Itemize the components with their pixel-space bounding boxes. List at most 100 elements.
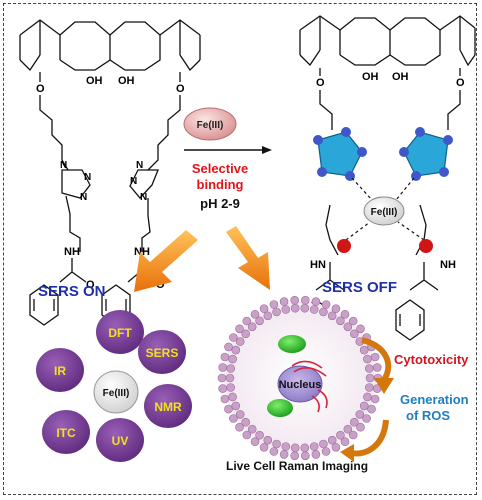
- complex-oh-right: OH: [392, 71, 409, 83]
- fe-center-label: Fe(III): [371, 207, 398, 218]
- membrane-bead: [331, 442, 341, 452]
- curved-arrow-cytotoxicity: [361, 337, 392, 382]
- membrane-bead: [370, 352, 380, 362]
- membrane-bead: [255, 316, 264, 326]
- fe-reagent-pill: [183, 107, 237, 141]
- membrane-bead: [217, 373, 227, 383]
- ligand-n-4: N: [136, 160, 143, 171]
- membrane-bead: [319, 307, 328, 317]
- techniques-cluster: [36, 310, 192, 462]
- nucleus-label: Nucleus: [279, 379, 322, 391]
- ph-label: pH 2-9: [200, 196, 240, 211]
- complex-hn-left: HN: [310, 259, 326, 271]
- technique-nmr: NMR: [154, 400, 182, 414]
- technique-bubble-nmr: [144, 384, 192, 428]
- oxygen-red-left: [337, 239, 351, 253]
- membrane-bead: [311, 450, 321, 459]
- membrane-bead: [263, 311, 273, 321]
- membrane-bead: [359, 345, 369, 355]
- membrane-bead: [372, 363, 382, 372]
- fe-center-sphere: [363, 196, 405, 226]
- membrane-bead: [241, 417, 250, 427]
- ligand-structure: [19, 19, 201, 326]
- nucleus: [277, 365, 323, 403]
- membrane-bead: [359, 401, 369, 411]
- technique-sers: SERS: [146, 346, 179, 360]
- membrane-bead: [364, 364, 374, 373]
- membrane-bead: [343, 424, 353, 434]
- membrane-bead: [220, 394, 230, 404]
- membrane-bead: [235, 337, 245, 346]
- membrane-bead: [269, 447, 279, 456]
- membrane-bead: [242, 430, 252, 440]
- membrane-bead: [226, 383, 235, 392]
- membrane-bead: [229, 333, 238, 342]
- technique-center-bubble: [93, 370, 139, 414]
- ligand-o-amide-left: O: [86, 279, 95, 291]
- ligand-n-1: N: [60, 160, 67, 171]
- membrane-bead: [300, 443, 310, 453]
- membrane-bead: [259, 442, 269, 452]
- oxygen-red-right: [419, 239, 433, 253]
- technique-bubble-uv: [96, 418, 144, 462]
- technique-center-label: Fe(III): [103, 388, 130, 399]
- ros-label-line2: of ROS: [406, 408, 450, 423]
- membrane-bead: [309, 442, 319, 451]
- membrane-bead: [370, 394, 380, 404]
- membrane-bead: [340, 437, 350, 447]
- curved-arrowhead-cytotoxicity: [374, 378, 394, 394]
- cell-illustration: [217, 295, 383, 461]
- technique-uv: UV: [112, 434, 129, 448]
- membrane-bead: [218, 384, 227, 393]
- membrane-bead: [321, 447, 331, 456]
- membrane-bead: [235, 422, 244, 432]
- membrane-bead: [363, 392, 372, 402]
- complex-nh-right: NH: [440, 259, 456, 271]
- membrane-bead: [255, 430, 264, 440]
- membrane-bead: [300, 295, 310, 305]
- membrane-bead: [247, 424, 257, 434]
- membrane-bead: [224, 404, 233, 414]
- membrane-bead: [250, 309, 260, 319]
- membrane-bead: [225, 373, 235, 383]
- membrane-bead: [367, 404, 376, 414]
- ligand-o-left: O: [36, 83, 45, 95]
- orange-arrow-left: [134, 230, 198, 292]
- membrane-bead: [272, 307, 281, 317]
- mitochondrion-top: [278, 335, 306, 353]
- membrane-bead: [340, 309, 350, 319]
- cell-caption: Live Cell Raman Imaging: [226, 459, 368, 473]
- technique-bubble-itc: [42, 410, 90, 454]
- membrane-bead: [242, 316, 252, 326]
- cell-membrane-beads: [217, 295, 383, 461]
- membrane-bead: [364, 383, 374, 392]
- ligand-n-2: N: [84, 172, 91, 183]
- mitochondrion-bottom: [267, 399, 293, 417]
- membrane-bead: [309, 305, 319, 314]
- membrane-bead: [250, 437, 260, 447]
- membrane-bead: [321, 300, 331, 309]
- membrane-bead: [247, 322, 257, 332]
- cytotoxicity-label: Cytotoxicity: [394, 352, 469, 367]
- membrane-bead: [229, 414, 238, 423]
- membrane-bead: [348, 316, 358, 326]
- sers-on-label: SERS ON: [38, 283, 106, 300]
- technique-itc: ITC: [56, 426, 76, 440]
- technique-bubble-ir: [36, 348, 84, 392]
- reaction-arrowhead: [262, 146, 272, 154]
- membrane-bead: [281, 442, 291, 451]
- complex-o-left: O: [316, 77, 325, 89]
- membrane-bead: [348, 430, 358, 440]
- membrane-bead: [349, 417, 359, 427]
- membrane-bead: [311, 297, 321, 306]
- ligand-nh-left: NH: [64, 246, 80, 258]
- technique-ir: IR: [54, 364, 66, 378]
- membrane-bead: [279, 297, 289, 306]
- orange-arrow-right: [226, 226, 270, 290]
- ros-label-line1: Generation: [400, 392, 469, 407]
- ligand-oh-left: OH: [86, 75, 103, 87]
- selective-label: Selective: [192, 161, 248, 176]
- membrane-bead: [220, 352, 230, 362]
- membrane-bead: [331, 304, 341, 314]
- membrane-bead: [231, 401, 241, 411]
